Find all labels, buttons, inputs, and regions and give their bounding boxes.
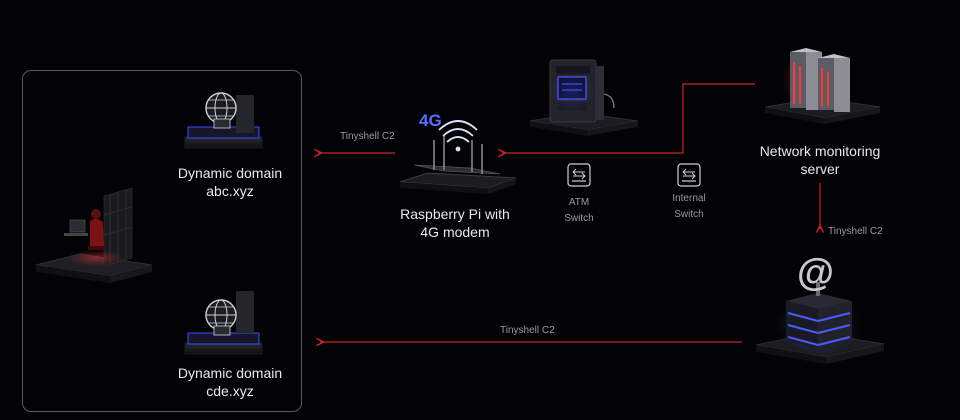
label-domain-cde-line1: Dynamic domain xyxy=(177,365,283,381)
globe-node-abc xyxy=(184,92,263,149)
label-monitoring-server: Network monitoring server xyxy=(740,142,900,178)
raspberry-router xyxy=(399,120,517,194)
label-raspberry: Raspberry Pi with 4G modem xyxy=(380,205,530,241)
monitoring-server xyxy=(764,48,881,124)
4g-badge: 4G xyxy=(419,111,442,130)
label-raspberry-line1: Raspberry Pi with xyxy=(400,206,510,222)
label-raspberry-line2: 4G modem xyxy=(420,224,490,240)
attacker-infrastructure-frame xyxy=(22,70,302,412)
label-monitoring-line2: server xyxy=(800,161,840,177)
label-atm-switch: ATM Switch xyxy=(554,196,604,225)
label-internal-switch-line1: Internal xyxy=(672,193,706,204)
label-internal-switch-line2: Switch xyxy=(674,209,704,220)
label-domain-abc-line2: abc.xyz xyxy=(206,183,254,199)
at-sign-icon: @ xyxy=(797,252,835,294)
label-monitoring-line1: Network monitoring xyxy=(759,143,881,159)
atm-machine xyxy=(529,59,639,136)
label-atm-switch-line2: Switch xyxy=(564,213,594,224)
internal-switch-icon xyxy=(677,163,701,187)
label-internal-switch: Internal Switch xyxy=(662,192,716,221)
edge-label-mail-to-domain: Tinyshell C2 xyxy=(500,325,555,336)
label-domain-cde-line2: cde.xyz xyxy=(206,383,254,399)
attacker-workstation xyxy=(35,187,153,283)
label-atm-switch-line1: ATM xyxy=(568,197,590,208)
edge-label-pi-to-domain: Tinyshell C2 xyxy=(340,131,395,142)
label-domain-abc: Dynamic domain abc.xyz xyxy=(162,164,298,200)
label-domain-abc-line1: Dynamic domain xyxy=(177,165,283,181)
mail-server xyxy=(755,282,885,364)
atm-switch-icon xyxy=(567,163,591,187)
globe-node-cde xyxy=(184,291,263,355)
label-domain-cde: Dynamic domain cde.xyz xyxy=(162,364,298,400)
edge-label-monitor-to-mail: Tinyshell C2 xyxy=(828,226,883,237)
link-monitor-to-pi xyxy=(502,83,755,153)
